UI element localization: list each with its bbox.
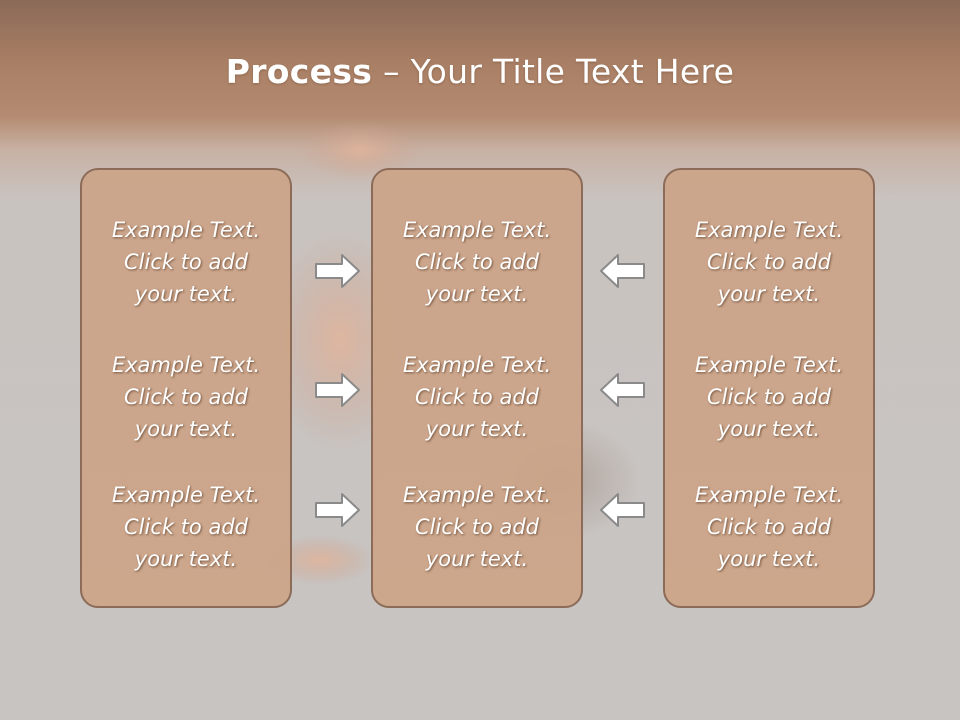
process-column-right[interactable]: Example Text. Click to add your text. Ex… <box>663 168 875 608</box>
process-column-left[interactable]: Example Text. Click to add your text. Ex… <box>80 168 292 608</box>
text-block[interactable]: Example Text. Click to add your text. <box>694 353 844 441</box>
text-block[interactable]: Example Text. Click to add your text. <box>694 218 844 306</box>
text-block[interactable]: Example Text. Click to add your text. <box>402 353 552 441</box>
text-block[interactable]: Example Text. Click to add your text. <box>111 218 261 306</box>
arrow-left-icon <box>600 373 645 407</box>
title-bold: Process <box>225 52 373 91</box>
arrow-right-icon <box>315 493 360 527</box>
arrow-left-icon <box>600 493 645 527</box>
page-title[interactable]: Process – Your Title Text Here <box>0 52 960 91</box>
process-column-middle[interactable]: Example Text. Click to add your text. Ex… <box>371 168 583 608</box>
text-block[interactable]: Example Text. Click to add your text. <box>402 483 552 571</box>
text-block[interactable]: Example Text. Click to add your text. <box>402 218 552 306</box>
arrow-left-icon <box>600 254 645 288</box>
text-block[interactable]: Example Text. Click to add your text. <box>111 483 261 571</box>
arrow-right-icon <box>315 254 360 288</box>
arrow-right-icon <box>315 373 360 407</box>
title-rest: – Your Title Text Here <box>372 52 735 91</box>
text-block[interactable]: Example Text. Click to add your text. <box>111 353 261 441</box>
text-block[interactable]: Example Text. Click to add your text. <box>694 483 844 571</box>
